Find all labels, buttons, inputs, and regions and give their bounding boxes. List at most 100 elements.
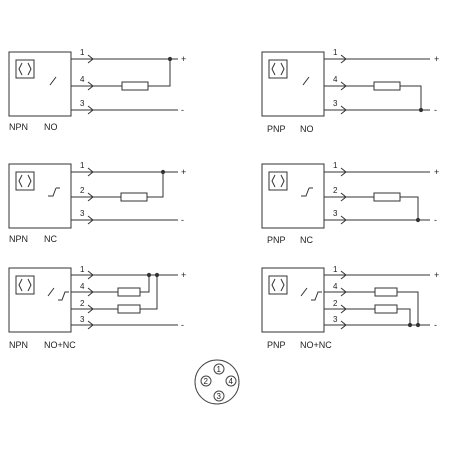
sensor-box	[8, 267, 72, 333]
switch-mode-label: NO	[44, 122, 58, 132]
switch-nc-contact-icon	[311, 291, 322, 301]
connector-pin-label: 1	[217, 365, 222, 374]
sensor-symbol-icon	[268, 59, 288, 79]
pin-label: 4	[80, 282, 85, 291]
supply-plus: +	[434, 54, 439, 64]
junction-dot	[146, 272, 152, 278]
sensor-box	[8, 51, 72, 117]
switch-mode-label: NC	[300, 235, 313, 245]
load-resistor	[120, 192, 148, 202]
connector-pin-label: 4	[229, 377, 234, 386]
sensor-symbol-icon	[268, 275, 288, 295]
wire-2	[71, 275, 158, 310]
switch-nc-contact-icon	[48, 187, 60, 197]
supply-minus: -	[181, 320, 184, 330]
transistor-type-label: NPN	[9, 340, 28, 350]
sensor-diamond-icon	[271, 278, 285, 292]
pin-connector-icon	[87, 54, 94, 115]
pin-connector-icon	[87, 270, 94, 330]
pin-label: 1	[80, 48, 85, 57]
diagram-pnp-no-nc	[261, 267, 430, 333]
supply-minus: -	[434, 320, 437, 330]
diagram-npn-no-nc	[8, 267, 178, 333]
junction-dot	[415, 217, 421, 223]
sensor-box	[261, 163, 325, 229]
sensor-box	[261, 267, 325, 333]
transistor-type-label: PNP	[267, 124, 286, 134]
switch-nc-contact-icon	[58, 291, 69, 301]
junction-dot	[415, 322, 421, 328]
junction-dot	[154, 272, 160, 278]
wire-4	[324, 291, 419, 325]
connector-pin	[213, 363, 225, 375]
wire-2	[324, 308, 411, 325]
connector-pin	[200, 375, 212, 387]
connector-pin	[213, 390, 225, 402]
sensor-symbol-icon	[15, 171, 35, 191]
wire-4	[71, 275, 150, 293]
supply-plus: +	[181, 54, 186, 64]
supply-plus: +	[434, 167, 439, 177]
switch-nc-contact-icon	[301, 187, 313, 197]
sensor-diamond-icon	[271, 174, 285, 188]
wire-2	[71, 172, 164, 198]
diagram-pnp-nc	[261, 163, 430, 229]
diagram-pnp-no	[261, 51, 430, 117]
pin-label: 2	[333, 299, 338, 308]
junction-dot	[407, 322, 413, 328]
pin-label: 3	[80, 99, 85, 108]
pin-label: 3	[333, 99, 338, 108]
pin-label: 4	[333, 75, 338, 84]
pin-label: 1	[333, 265, 338, 274]
load-resistor	[121, 81, 149, 91]
connector-pin-label: 3	[217, 392, 222, 401]
connector-outline	[194, 359, 240, 405]
sensor-box	[261, 51, 325, 117]
load-resistor	[373, 81, 401, 91]
load-resistor	[117, 304, 141, 314]
supply-minus: -	[181, 105, 184, 115]
pin-label: 3	[333, 315, 338, 324]
switch-mode-label: NO	[300, 124, 314, 134]
sensor-diamond-icon	[18, 174, 32, 188]
pin-label: 4	[333, 282, 338, 291]
load-resistor	[117, 287, 141, 297]
pin-label: 2	[333, 186, 338, 195]
pin-label: 3	[333, 209, 338, 218]
pin-label: 3	[80, 209, 85, 218]
pin-label: 1	[333, 161, 338, 170]
supply-plus: +	[181, 167, 186, 177]
junction-dot	[160, 169, 166, 175]
pin-label: 3	[80, 315, 85, 324]
transistor-type-label: PNP	[267, 235, 286, 245]
wire-2	[324, 196, 419, 220]
pin-label: 2	[80, 299, 85, 308]
switch-contact-icon	[49, 76, 57, 86]
supply-plus: +	[181, 270, 186, 280]
supply-minus: -	[434, 215, 437, 225]
connector-pin	[225, 375, 237, 387]
wire-4	[71, 59, 171, 87]
switch-mode-label: NO+NC	[300, 340, 332, 350]
pin-connector-icon	[340, 270, 347, 330]
switch-contact-icon	[300, 287, 308, 297]
load-resistor	[374, 304, 398, 314]
supply-minus: -	[434, 105, 437, 115]
transistor-type-label: NPN	[9, 234, 28, 244]
supply-plus: +	[434, 270, 439, 280]
sensor-symbol-icon	[15, 275, 35, 295]
pin-label: 2	[80, 186, 85, 195]
wire-4	[324, 85, 422, 110]
sensor-symbol-icon	[15, 59, 35, 79]
pin-connector-icon	[340, 54, 347, 115]
load-resistor	[374, 287, 398, 297]
transistor-type-label: NPN	[9, 122, 28, 132]
sensor-symbol-icon	[268, 171, 288, 191]
diagram-npn-no	[8, 51, 178, 117]
pin-label: 1	[333, 48, 338, 57]
junction-dot	[167, 56, 173, 62]
sensor-diamond-icon	[271, 62, 285, 76]
load-resistor	[373, 192, 401, 202]
transistor-type-label: PNP	[267, 340, 286, 350]
